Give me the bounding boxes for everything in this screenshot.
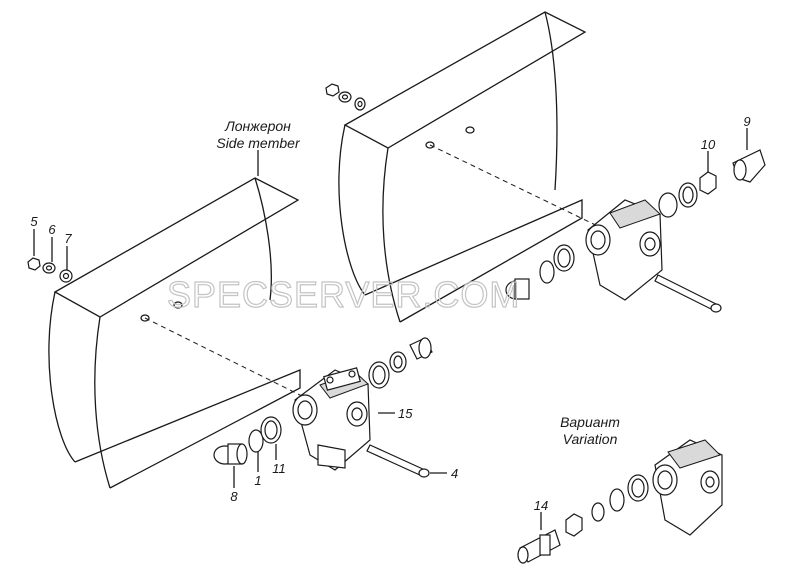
callout-11: 11 <box>272 461 286 476</box>
callout-10: 10 <box>701 137 716 152</box>
callout-7: 7 <box>64 231 72 246</box>
side-member-left <box>48 177 301 489</box>
valve-assembly-right <box>505 149 766 313</box>
watermark: SPECSERVER.COM <box>167 274 520 315</box>
callout-5: 5 <box>30 214 38 229</box>
side-member-right <box>338 11 587 323</box>
callout-8: 8 <box>230 489 238 504</box>
valve-assembly-variation <box>517 439 723 564</box>
side-member-caption-en: Side member <box>216 135 301 151</box>
axis-line-left <box>144 317 321 406</box>
callout-4: 4 <box>451 466 458 481</box>
fasteners-upper <box>325 83 366 111</box>
callout-15: 15 <box>398 406 413 421</box>
side-member-caption-ru: Лонжерон <box>224 118 291 134</box>
variation-caption-en: Variation <box>563 431 618 447</box>
callout-14: 14 <box>534 498 548 513</box>
callout-9: 9 <box>743 114 750 129</box>
valve-assembly-left <box>213 337 433 478</box>
variation-caption-ru: Вариант <box>560 414 620 430</box>
leader-lines <box>233 128 748 530</box>
callout-1: 1 <box>254 473 261 488</box>
callout-6: 6 <box>48 222 56 237</box>
fasteners-5-6-7 <box>27 229 73 283</box>
axis-line-right <box>429 144 611 233</box>
